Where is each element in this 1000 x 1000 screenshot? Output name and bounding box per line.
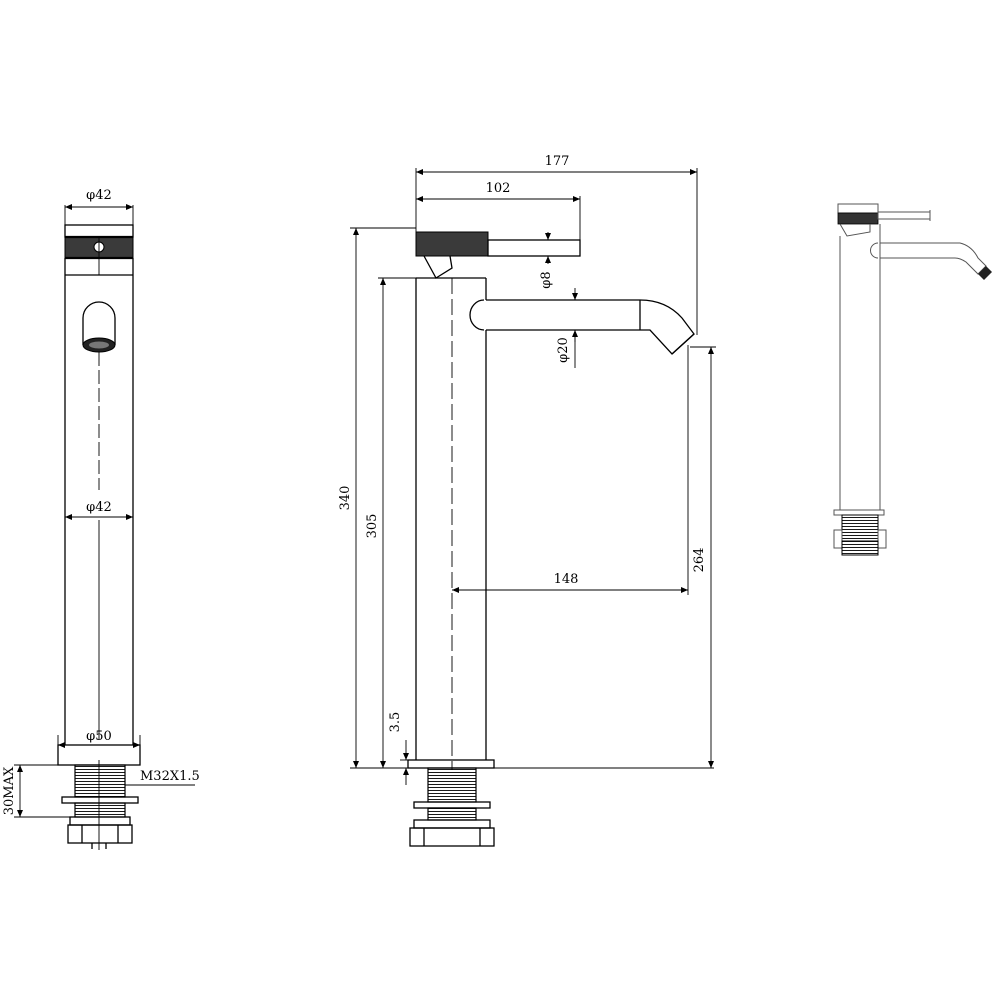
side-view: 177 102 φ8 φ20 [338,154,716,847]
side-height-total-label: 340 [338,486,353,511]
side-spout-reach-label: 148 [554,572,579,587]
side-height-body-label: 305 [365,514,380,539]
side-width-total-label: 177 [545,154,570,169]
small-elevation-view [833,203,992,556]
side-base-offset-label: 3.5 [388,712,403,733]
front-dia-mid-label: φ42 [86,500,112,515]
side-spout-height-label: 264 [692,548,707,573]
side-lever-dia-label: φ8 [539,271,554,288]
front-mount-label: 30MAX [2,766,17,815]
front-dia-top-label: φ42 [86,188,112,203]
side-spout-dia-label: φ20 [556,337,571,363]
front-view: φ42 φ42 φ50 [2,188,200,850]
front-thread-label: M32X1.5 [140,769,200,784]
side-lever-reach-label: 102 [486,181,511,196]
front-dia-base-label: φ50 [86,729,112,744]
